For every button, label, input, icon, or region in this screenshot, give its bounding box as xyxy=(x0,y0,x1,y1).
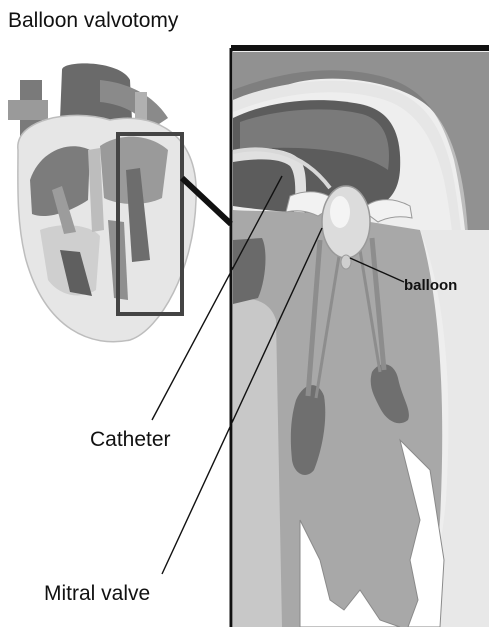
heart-overview-illustration xyxy=(8,63,196,341)
balloon-label: balloon xyxy=(404,277,457,294)
mitral-valve-label: Mitral valve xyxy=(44,582,150,605)
catheter-label: Catheter xyxy=(90,428,171,451)
diagram-title: Balloon valvotomy xyxy=(8,9,179,32)
enlarged-valve-panel xyxy=(231,48,489,627)
